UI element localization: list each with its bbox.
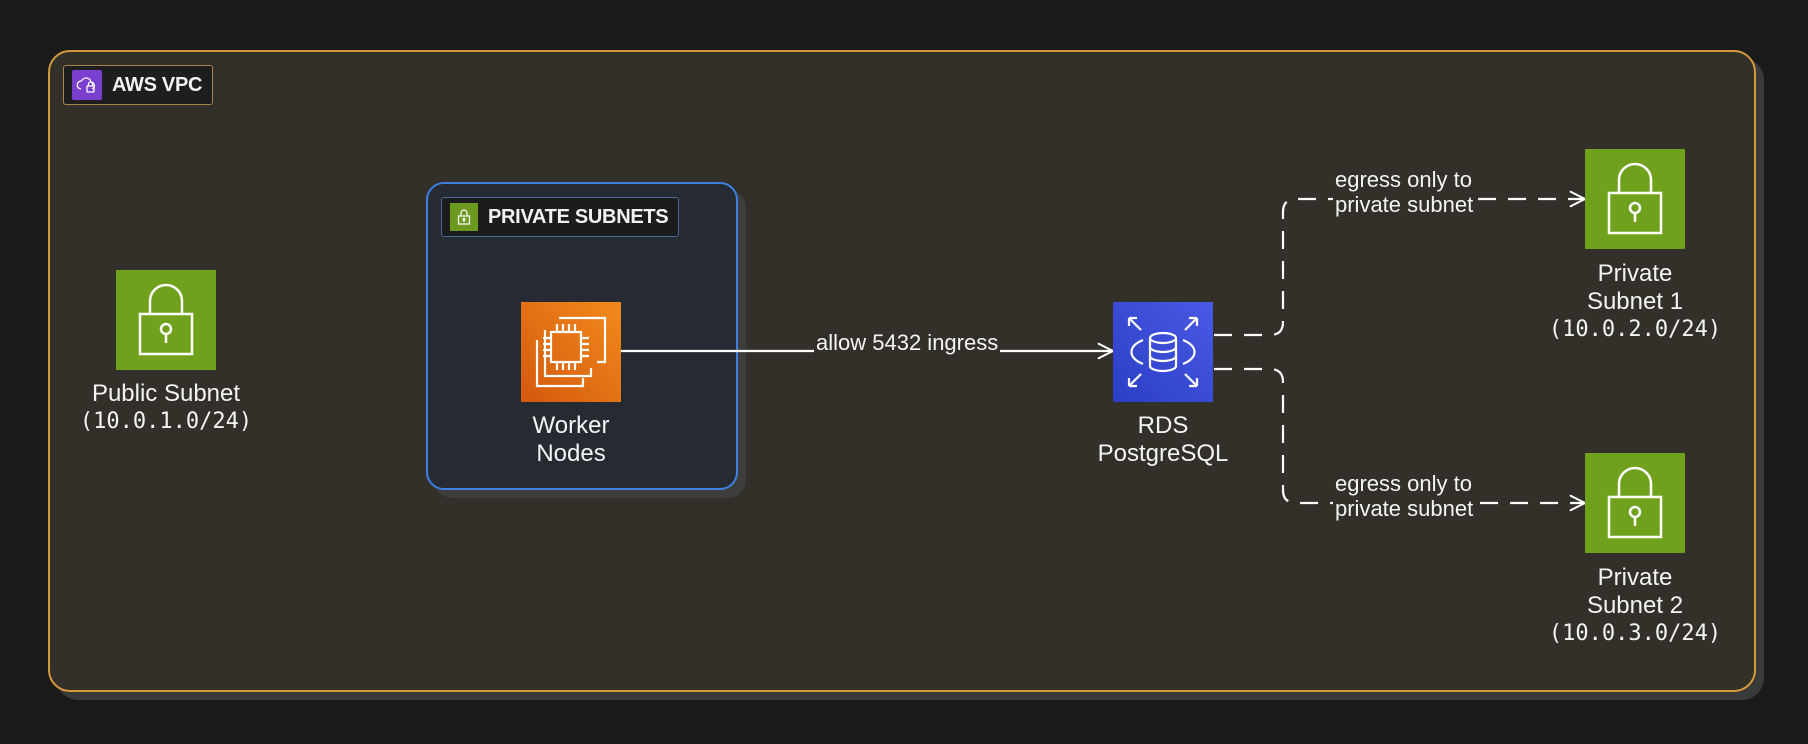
worker-nodes-line1: Worker (532, 412, 610, 439)
vpc-cloud-lock-icon (72, 70, 102, 100)
ingress-label-text: allow 5432 ingress (816, 330, 999, 355)
public-subnet-label: Public Subnet (10.0.1.0/24) (56, 380, 276, 436)
public-subnet-name: Public Subnet (91, 380, 241, 407)
private-subnets-label: PRIVATE SUBNETS (488, 205, 669, 228)
vpc-label: AWS VPC (112, 73, 203, 96)
private-subnet-1-label: Private Subnet 1 (10.0.2.0/24) (1525, 260, 1745, 344)
egress-1-line2: private subnet (1335, 192, 1474, 217)
private-subnet-2-node[interactable] (1585, 453, 1685, 553)
private-subnet-1-line1: Private (1597, 260, 1673, 287)
egress-edge-2 (1214, 367, 1586, 512)
public-subnet-cidr: (10.0.1.0/24) (79, 409, 253, 434)
egress-edge-1 (1214, 190, 1586, 337)
public-subnet-node[interactable] (116, 270, 216, 370)
ec2-instance-icon (535, 316, 607, 388)
vpc-badge: AWS VPC (63, 65, 214, 105)
worker-nodes-line2: Nodes (536, 440, 606, 467)
egress-2-line2: private subnet (1335, 496, 1474, 521)
rds-line2: PostgreSQL (1097, 440, 1229, 467)
egress-edge-1-label: egress only to private subnet (1333, 167, 1478, 217)
private-subnet-1-line2: Subnet 1 (1586, 288, 1684, 315)
private-subnet-2-line2: Subnet 2 (1586, 592, 1684, 619)
private-subnet-1-cidr: (10.0.2.0/24) (1548, 317, 1722, 342)
rds-database-icon (1127, 316, 1199, 388)
egress-1-line1: egress only to (1335, 167, 1472, 192)
private-subnets-badge: PRIVATE SUBNETS (441, 197, 680, 237)
padlock-icon (450, 203, 478, 231)
worker-nodes-node[interactable] (521, 302, 621, 402)
padlock-icon (1607, 162, 1663, 235)
private-subnet-1-node[interactable] (1585, 149, 1685, 249)
padlock-icon (138, 283, 194, 356)
private-subnet-2-cidr: (10.0.3.0/24) (1548, 621, 1722, 646)
egress-2-line1: egress only to (1335, 471, 1472, 496)
private-subnet-2-label: Private Subnet 2 (10.0.3.0/24) (1525, 564, 1745, 648)
padlock-icon (1607, 466, 1663, 539)
vpc-group (48, 50, 1756, 692)
private-subnet-2-line1: Private (1597, 564, 1673, 591)
rds-postgresql-label: RDS PostgreSQL (1053, 412, 1273, 468)
worker-nodes-label: Worker Nodes (461, 412, 681, 468)
ingress-edge-label: allow 5432 ingress (814, 330, 1001, 355)
rds-line1: RDS (1137, 412, 1189, 439)
rds-postgresql-node[interactable] (1113, 302, 1213, 402)
egress-edge-2-label: egress only to private subnet (1333, 471, 1478, 521)
